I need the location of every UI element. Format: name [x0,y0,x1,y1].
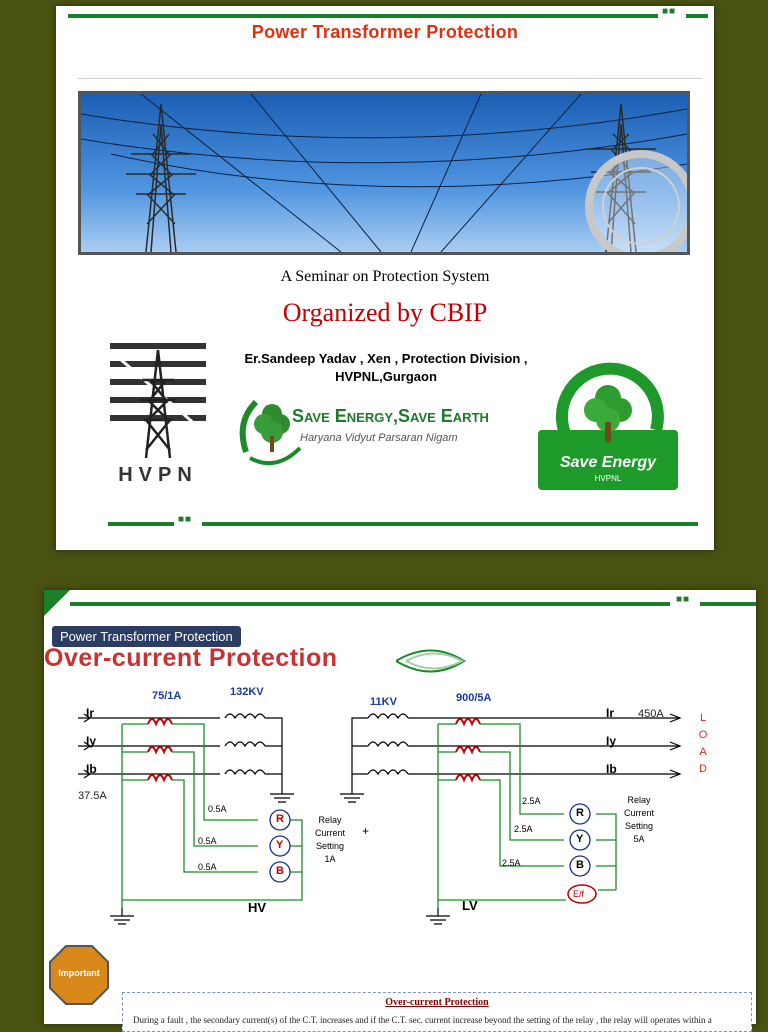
lv-sec-current-b: 2.5A [502,858,521,868]
hv-relay-label-2: Current [314,828,345,838]
seminar-subtitle: A Seminar on Protection System [280,268,490,285]
note-box: Over-current Protection During a fault ,… [122,992,752,1032]
slide2-top-bar-end [700,602,756,606]
save-energy-title: Save Energy,Save Earth [292,406,489,426]
hv-sec-current-y: 0.5A [198,836,217,846]
lv-phase-y: Iy [606,734,617,748]
author-line-2: HVPNL,Gurgaon [335,369,437,384]
load-letter-4: D [699,763,707,775]
top-green-bar [68,14,658,18]
hv-relay-label-4: 1A [324,854,336,864]
hv-side-label: HV [248,900,267,915]
note-body: During a fault , the secondary current(s… [133,1015,712,1025]
slide2-heading: Over-current Protection [44,644,338,672]
slide2-top-dots: ■■ [676,594,691,605]
lv-relay-label-4: 5A [633,834,645,844]
lv-relay-b: B [576,859,584,871]
plus-symbol: + [362,824,370,838]
load-label: L O A D [696,710,710,778]
over-current-slide: ■■ Power Transformer Protection Over-cur… [44,590,756,1032]
section-badge: Power Transformer Protection [52,626,241,647]
hv-relay-label-3: Setting [315,841,345,851]
important-sign: Important [48,944,110,1006]
hvpn-logo: HVPN [106,340,210,488]
hv-relay-r: R [276,813,284,825]
lv-ct-ratio: 900/5A [456,692,492,704]
hv-sec-current-r: 0.5A [208,804,227,814]
lv-relay-label-2: Current [623,808,654,818]
hv-relay-label-1: Relay [318,815,342,825]
hv-relay-y: Y [276,839,284,851]
hv-phase-b: Ib [86,762,97,776]
corner-accent [44,590,70,616]
hv-relay-b: B [276,865,284,877]
bottom-bar-dots: ■■ [178,514,193,525]
save-energy-save-earth-logo: Save Energy,Save Earth Haryana Vidyut Pa… [236,392,516,468]
title-slide: ■■ Power Transformer Protection [56,6,714,550]
diagram-labels: 75/1A 132KV Ir Iy Ib 37.5A 0.5A 0.5A 0.5… [70,686,730,950]
lv-earth-fault-relay: E/f [573,889,585,899]
lv-relay-label-1: Relay [627,795,651,805]
title-divider [78,78,702,79]
load-letter-1: L [699,712,707,724]
protection-wing-stamp [585,150,687,252]
arrow-chevron-icon [396,649,466,673]
lv-sec-current-y: 2.5A [514,824,533,834]
author-line-1: Er.Sandeep Yadav , Xen , Protection Divi… [244,351,528,366]
lv-sec-current-r: 2.5A [522,796,541,806]
transmission-towers-image [81,94,687,252]
over-current-circuit-diagram [78,713,682,925]
lv-voltage: 11KV [370,696,397,708]
lv-relay-y: Y [576,833,584,845]
author-block: Er.Sandeep Yadav , Xen , Protection Divi… [216,350,556,386]
hv-primary-current: 37.5A [78,790,107,802]
hv-phase-r: Ir [86,706,95,720]
lv-relay-label-3: Setting [624,821,654,831]
top-bar-dots: ■■ [662,6,677,17]
save-energy-badge-sub: HVPNL [594,474,622,483]
hv-sec-current-b: 0.5A [198,862,217,872]
hv-voltage: 132KV [230,686,264,698]
save-energy-subtitle: Haryana Vidyut Parsaran Nigam [300,432,458,444]
octagon-warning-icon [49,945,109,1005]
lv-phase-r: Ir [606,706,615,720]
organizer-line: Organized by CBIP [282,298,488,327]
hvpn-logo-text: HVPN [118,464,198,486]
save-energy-badge-text: Save Energy [559,454,657,471]
top-green-bar-end [686,14,708,18]
slide2-top-bar [70,602,670,606]
bottom-green-bar-right [202,522,698,526]
note-title: Over-current Protection [385,997,489,1008]
load-letter-3: A [699,746,707,758]
lv-side-label: LV [462,898,478,913]
save-energy-badge: Save Energy HVPNL [538,350,678,490]
lv-primary-current: 450A [638,708,664,720]
tower-logo-icon [106,340,210,459]
bottom-green-bar-left [108,522,174,526]
lv-relay-setting: Relay Current Setting 5A [614,794,664,846]
important-label: Important [58,968,100,978]
tree-icon [239,399,302,466]
lv-phase-b: Ib [606,762,617,776]
hv-phase-y: Iy [86,734,97,748]
hv-ct-ratio: 75/1A [152,690,182,702]
lv-relay-r: R [576,807,584,819]
banner-image [78,91,690,255]
tree-circle-icon [538,362,678,490]
load-letter-2: O [698,729,708,741]
hv-relay-setting: Relay Current Setting 1A [306,814,354,866]
slide-title: Power Transformer Protection [251,22,519,42]
